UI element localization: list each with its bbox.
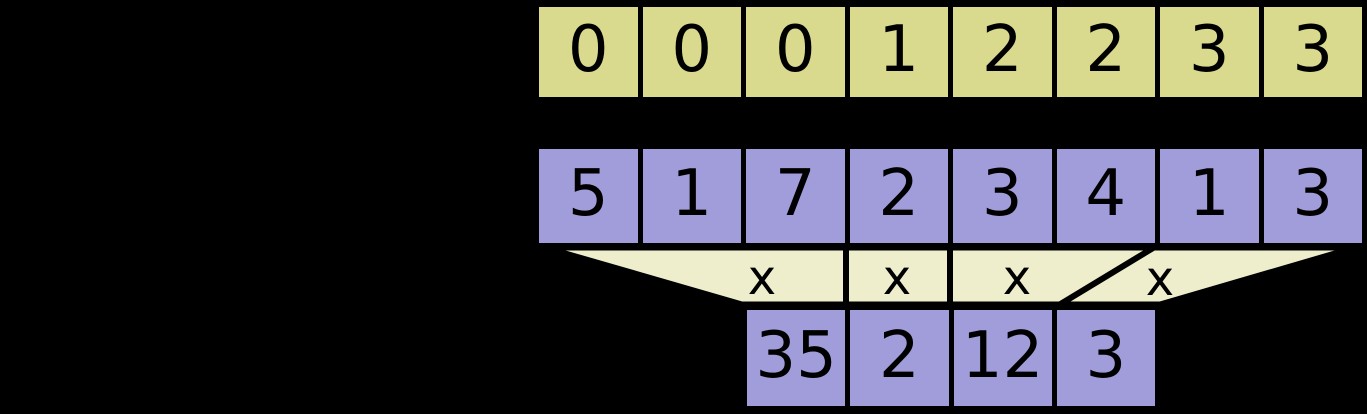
operator-label: x: [1003, 250, 1031, 306]
value-cell: 4: [1051, 144, 1160, 248]
operator-label: x: [883, 250, 911, 306]
value-cell: 7: [741, 144, 850, 248]
operator-label: x: [748, 250, 776, 306]
result-cell: 2: [845, 305, 954, 411]
value-cell: 1: [637, 144, 746, 248]
result-cell: 12: [948, 305, 1057, 411]
value-cell: 3: [948, 144, 1057, 248]
key-cell: 0: [741, 2, 850, 102]
key-cell: 0: [534, 2, 643, 102]
value-cell: 1: [1155, 144, 1264, 248]
values-row: 5 1 7 2 3 4 1 3: [534, 144, 1367, 248]
results-row: 35 2 12 3: [742, 305, 1160, 411]
result-cell: 3: [1051, 305, 1160, 411]
funnel-divider-3-diagonal: [1052, 242, 1160, 311]
value-cell: 3: [1258, 144, 1367, 248]
key-cell: 2: [948, 2, 1057, 102]
keys-row: 0 0 0 1 2 2 3 3: [534, 2, 1367, 102]
value-cell: 2: [844, 144, 953, 248]
key-cell: 3: [1155, 2, 1264, 102]
key-cell: 1: [844, 2, 953, 102]
operator-label: x: [1146, 251, 1174, 307]
key-cell: 0: [637, 2, 746, 102]
key-cell: 3: [1258, 2, 1367, 102]
result-cell: 35: [742, 305, 851, 411]
key-cell: 2: [1051, 2, 1160, 102]
value-cell: 5: [534, 144, 643, 248]
